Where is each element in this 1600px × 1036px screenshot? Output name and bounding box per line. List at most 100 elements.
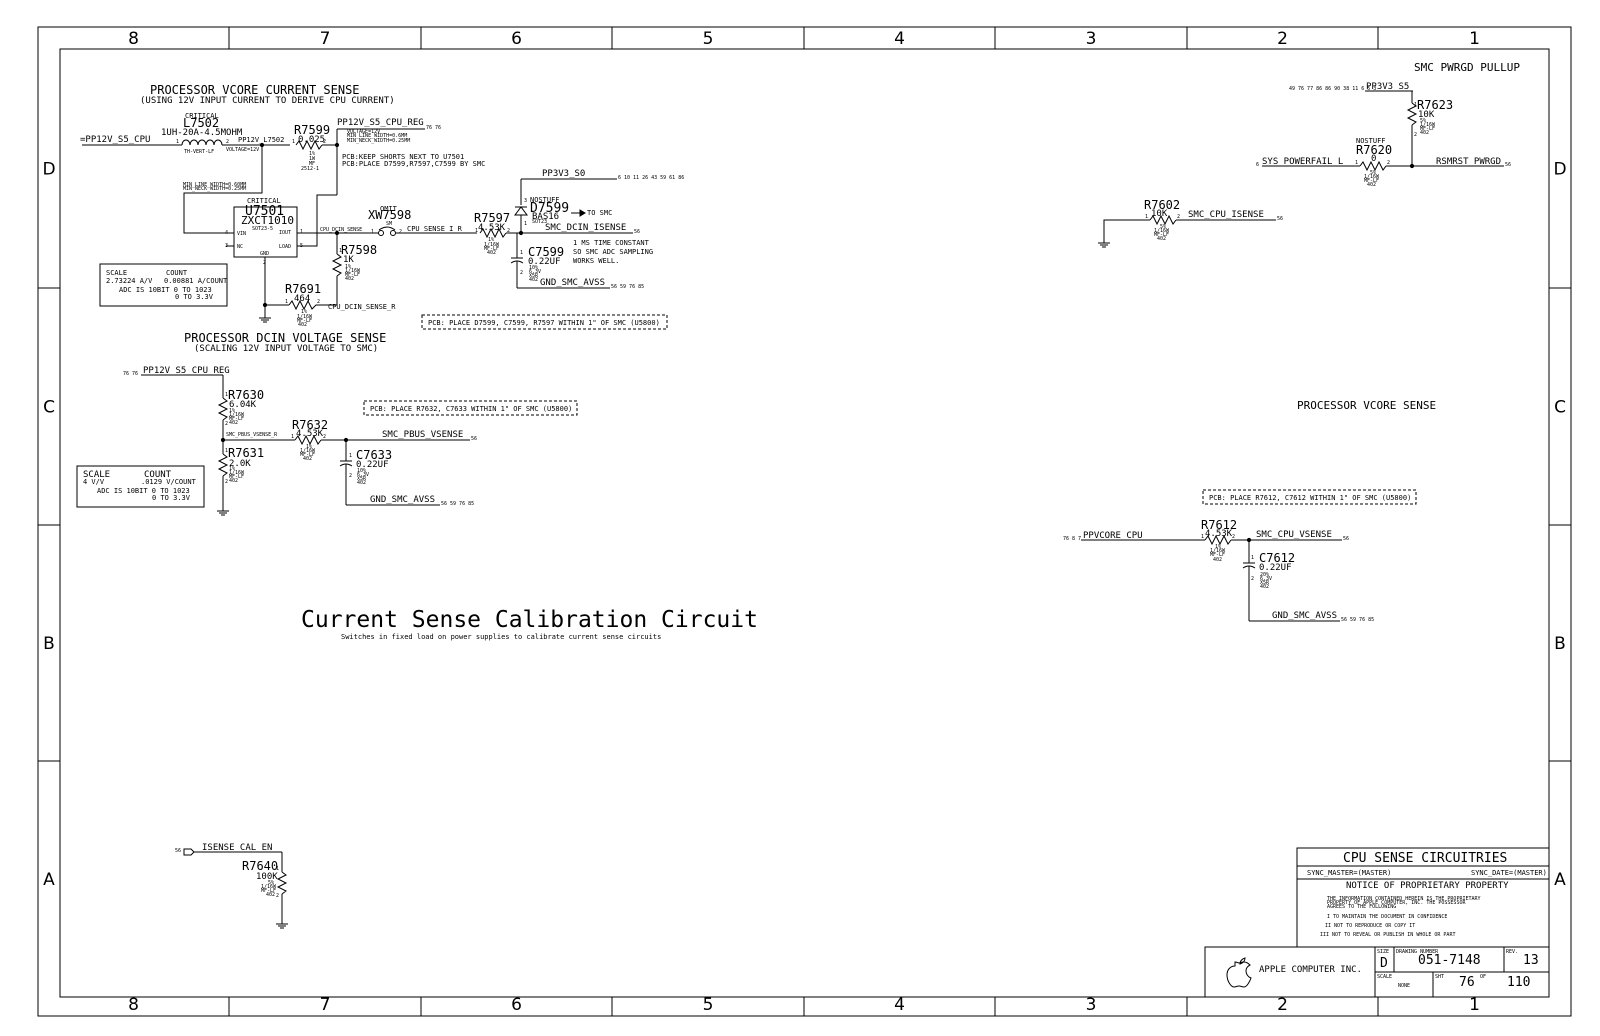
grid-row-left-D: D xyxy=(42,160,55,180)
c7633-value: 0.22UF xyxy=(356,460,389,470)
net-rsmrst-pwrgd: RSMRST_PWRGD xyxy=(1436,157,1501,167)
c7612-pkg: 402 xyxy=(1260,584,1269,590)
r7612-body xyxy=(1204,534,1232,546)
r7623-ref: R7623 xyxy=(1417,98,1453,112)
r7602-body xyxy=(1149,214,1177,226)
title-block-size: D xyxy=(1380,956,1388,971)
u7501-pin-gnd: GND xyxy=(260,251,269,257)
vcore-sense-section: PROCESSOR VCORE SENSE PCB: PLACE R7612, … xyxy=(1063,399,1436,623)
r7631-type: MF-LF xyxy=(229,474,244,480)
r7631-value: 2.0K xyxy=(229,459,251,469)
c7612-diel: X5R xyxy=(1260,580,1270,586)
r7631-tol: 1% xyxy=(229,466,235,472)
title-block-notice-3: AGREES TO THE FOLLOWING xyxy=(1327,904,1396,910)
vcore-current-sense-subtitle: (USING 12V INPUT CURRENT TO DERIVE CPU C… xyxy=(140,96,395,106)
c7633-pin2: 2 xyxy=(349,473,352,479)
r7620-pin1: 1 xyxy=(1355,160,1358,166)
c7599-ref: C7599 xyxy=(528,245,564,259)
r7630-pwr: 1/16W xyxy=(229,412,245,418)
r7640-body xyxy=(276,871,288,895)
r7620-type: MF-LF xyxy=(1364,178,1379,184)
xref-cpu-isense: 56 xyxy=(1277,216,1283,222)
xref-gnd-1: 56 59 76 85 xyxy=(611,284,644,290)
grid-col-top-8: 8 xyxy=(128,29,139,49)
r7599-pwr: 1W xyxy=(309,156,316,162)
grid-col-top-1: 1 xyxy=(1469,29,1480,49)
scale-box-dcin-v1: 4 V/V xyxy=(83,478,105,486)
r7623-body xyxy=(1406,102,1418,126)
time-note-2: SO SMC ADC SAMPLING xyxy=(573,248,653,256)
net-pp3v3-s0: PP3V3_S0 xyxy=(542,169,585,179)
net-sys-powerfail-l: SYS_POWERFAIL_L xyxy=(1262,157,1343,167)
r7597-tol: 1% xyxy=(488,237,494,243)
r7597-type: MF-LF xyxy=(484,246,499,252)
d7599-pkg: SOT23 xyxy=(532,219,547,225)
r7631-body xyxy=(217,453,229,477)
r7597-pkg: 402 xyxy=(487,250,496,256)
r7602-pin1: 1 xyxy=(1145,214,1148,220)
r7623-type: MF-LF xyxy=(1420,126,1435,132)
l7502-coil xyxy=(181,139,223,146)
grid-col-top-7: 7 xyxy=(320,29,331,49)
dcin-voltage-sense-title: PROCESSOR DCIN VOLTAGE SENSE xyxy=(184,331,386,345)
r7620-ref: R7620 xyxy=(1356,143,1392,157)
r7620-body xyxy=(1359,160,1387,172)
r7597-pin1: 1 xyxy=(475,228,478,234)
vcore-current-sense-title: PROCESSOR VCORE CURRENT SENSE xyxy=(150,83,360,97)
r7597-pin2: 2 xyxy=(507,228,510,234)
title-block-drawing-number: 051-7148 xyxy=(1418,953,1481,968)
grid-col-bottom-5: 5 xyxy=(703,995,714,1015)
title-block-sheet: 76 xyxy=(1459,975,1475,990)
c7612-volt: 6.3V xyxy=(1260,576,1272,582)
xw7598-tag: OMIT xyxy=(380,205,398,213)
d7599-body xyxy=(514,206,528,216)
grid-row-left-C: C xyxy=(43,398,55,418)
d7599-pin3: 3 xyxy=(524,198,527,204)
title-block-company: APPLE COMPUTER INC. xyxy=(1259,965,1362,975)
r7630-pin1: 1 xyxy=(225,392,228,398)
ground-symbol-r7640 xyxy=(276,923,288,929)
r7632-pkg: 402 xyxy=(303,456,312,462)
isense-cal-en-port-icon xyxy=(183,848,195,856)
scale-box-vcore-v2: 0.00881 A/COUNT xyxy=(164,277,228,285)
grid-col-bottom-4: 4 xyxy=(894,995,905,1015)
pcb-note-box-d7599-text: PCB: PLACE D7599, C7599, R7597 WITHIN 1"… xyxy=(428,319,660,327)
c7633-diel: X5R xyxy=(357,476,367,482)
r7597-body xyxy=(479,227,507,239)
c7633-tol: 10% xyxy=(357,468,366,474)
r7602-pwr: 1/16W xyxy=(1154,228,1170,234)
grid-col-bottom-7: 7 xyxy=(320,995,331,1015)
r7623-tol: 5% xyxy=(1420,118,1426,124)
u7501-pin-load: LOAD xyxy=(279,244,291,250)
r7632-value: 4.53K xyxy=(296,429,324,439)
xref-sys-powerfail: 6 xyxy=(1256,162,1259,168)
c7612-value: 0.22UF xyxy=(1259,563,1292,573)
line-width-prop-2: MIN_NECK_WIDTH=0.25MM xyxy=(183,186,246,192)
r7631-pin2: 2 xyxy=(225,479,228,485)
c7599-pin2: 2 xyxy=(520,270,523,276)
grid-col-top-2: 2 xyxy=(1277,29,1288,49)
r7691-pwr: 1/16W xyxy=(297,314,313,320)
net-smc-pbus-vsense-r: SMC_PBUS_VSENSE_R xyxy=(226,432,278,438)
apple-logo-icon xyxy=(1226,957,1252,988)
c7612-pin2: 2 xyxy=(1251,576,1254,582)
r7632-ref: R7632 xyxy=(292,418,328,432)
r7623-pin1: 1 xyxy=(1414,102,1417,108)
net-smc-dcin-isense: SMC_DCIN_ISENSE xyxy=(545,223,626,233)
u7501-pkg: SOT23-5 xyxy=(252,226,273,232)
scale-box-vcore-h1: SCALE xyxy=(106,269,127,277)
u7501-ref: U7501 xyxy=(245,204,284,219)
scale-box-vcore-l4: 0 TO 3.3V xyxy=(175,293,214,301)
r7640-pin1: 1 xyxy=(276,866,279,872)
l7502-tag: CRITICAL xyxy=(185,112,219,120)
r7623-pkg: 402 xyxy=(1420,130,1429,136)
r7640-tol: 5% xyxy=(268,880,274,886)
grid-col-bottom-1: 1 xyxy=(1469,995,1480,1015)
r7599-body xyxy=(295,139,323,151)
r7612-pwr: 1/16W xyxy=(1210,548,1226,554)
grid-row-right-A: A xyxy=(1554,870,1566,890)
title-block-size-label: SIZE xyxy=(1377,949,1389,955)
r7620-value: 0 xyxy=(1371,154,1376,164)
net-dcin-in: PP12V_S5_CPU_REG xyxy=(143,366,230,376)
xref-rsmrst: 56 xyxy=(1505,162,1511,168)
